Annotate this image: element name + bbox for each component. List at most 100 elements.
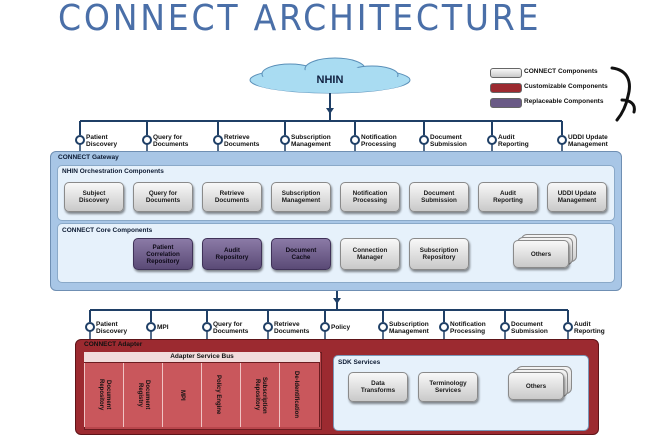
component-line2: Repository — [215, 254, 249, 261]
legend-label-customizable: Customizable Components — [524, 83, 608, 90]
bottom-interface-line1: Retrieve — [274, 321, 300, 328]
bus-column-label: De-Identification — [293, 371, 299, 419]
bus-column — [162, 363, 203, 427]
bottom-interface-line2: Submission — [511, 328, 548, 335]
component-line1: Connection — [352, 247, 388, 254]
component-line2: Documents — [145, 197, 181, 204]
legend-swatch-customizable — [490, 83, 522, 93]
component-line1: Retrieve — [219, 190, 245, 197]
bottom-interface-label: MPI — [157, 324, 169, 331]
bus-column-label: Subscription Repository — [254, 376, 267, 414]
top-interface-line2: Management — [568, 141, 608, 148]
bottom-interface-line1: Patient — [96, 321, 118, 328]
bottom-interface-line2: Processing — [450, 328, 486, 335]
bottom-interface-line1: Query for — [213, 321, 243, 328]
bottom-interface-line1: Subscription — [389, 321, 429, 328]
bus-column — [279, 363, 320, 427]
bottom-interface-line1: Notification — [450, 321, 486, 328]
top-interface-line2: Reporting — [498, 141, 529, 148]
bottom-interface-line2: Reporting — [574, 328, 605, 335]
gateway-title: CONNECT Gateway — [58, 154, 119, 161]
component-line1: Data — [371, 380, 385, 387]
bottom-interface-line2: Discovery — [96, 328, 128, 335]
component-line1: UDDI Update — [557, 190, 597, 197]
top-interface-line2: Management — [291, 141, 331, 148]
component-line1: Patient — [152, 243, 174, 251]
legend-swatch-connect — [490, 68, 522, 78]
component-line3: Repository — [146, 257, 180, 265]
component-line1: Query for — [148, 190, 178, 197]
pen-scribble — [610, 66, 636, 122]
bus-column-label: MPI — [179, 389, 185, 401]
bottom-interface-line1: Document — [511, 321, 543, 328]
component-line2: Submission — [421, 197, 457, 204]
bottom-interface-line1: Audit — [574, 321, 591, 328]
bottom-interface-line2: Management — [389, 328, 429, 335]
sdk-others: Others — [508, 372, 564, 400]
top-interface-line1: Document — [430, 134, 462, 141]
legend-swatch-replaceable — [490, 98, 522, 108]
legend-label-replaceable: Replaceable Components — [524, 98, 604, 105]
nhin-cloud-label: NHIN — [316, 74, 344, 86]
component-line2: Correlation — [146, 250, 180, 258]
component-line2: Manager — [357, 254, 383, 261]
bus-column-label: Policy Engine — [215, 375, 221, 415]
bottom-interface-line1: Policy — [331, 324, 351, 331]
component-line1: Subject — [82, 190, 106, 197]
bus-column — [201, 363, 242, 427]
component-line1: Document — [285, 247, 317, 254]
orchestration-title: NHIN Orchestration Components — [62, 168, 164, 175]
component-line1: Subscription — [281, 190, 321, 197]
component-line1: Notification — [352, 190, 388, 197]
top-interface-line2: Documents — [153, 141, 189, 148]
component-line2: Cache — [291, 254, 311, 261]
component-line2: Transforms — [360, 387, 396, 394]
component-line2: Repository — [422, 254, 456, 261]
legend-label-connect: CONNECT Components — [524, 68, 598, 75]
top-interface-line1: Notification — [361, 134, 397, 141]
component-line2: Discovery — [78, 197, 110, 204]
bus-column-label: Document Registry — [137, 380, 150, 410]
component-line2: Services — [435, 387, 461, 394]
adapter-title: CONNECT Adapter — [84, 341, 143, 348]
component-line2: Management — [557, 197, 597, 204]
top-interface-line1: UDDI Update — [568, 134, 608, 141]
component-line2: Management — [281, 197, 321, 204]
component-line2: Reporting — [493, 197, 523, 204]
bottom-interface-line1: MPI — [157, 324, 169, 331]
adapter-service-bus-title: Adapter Service Bus — [84, 352, 320, 363]
bottom-interface-line2: Documents — [274, 328, 310, 335]
component-line1: Document — [423, 190, 455, 197]
bus-column — [240, 363, 281, 427]
component-line2: Processing — [353, 197, 387, 204]
sdk-services-title: SDK Services — [338, 359, 381, 366]
core-title: CONNECT Core Components — [62, 227, 153, 234]
bottom-interface-line2: Documents — [213, 328, 249, 335]
top-interface-line1: Subscription — [291, 134, 331, 141]
top-interface-line1: Query for — [153, 134, 183, 141]
component-line1: Terminology — [429, 380, 467, 387]
component-line2: Documents — [214, 197, 250, 204]
